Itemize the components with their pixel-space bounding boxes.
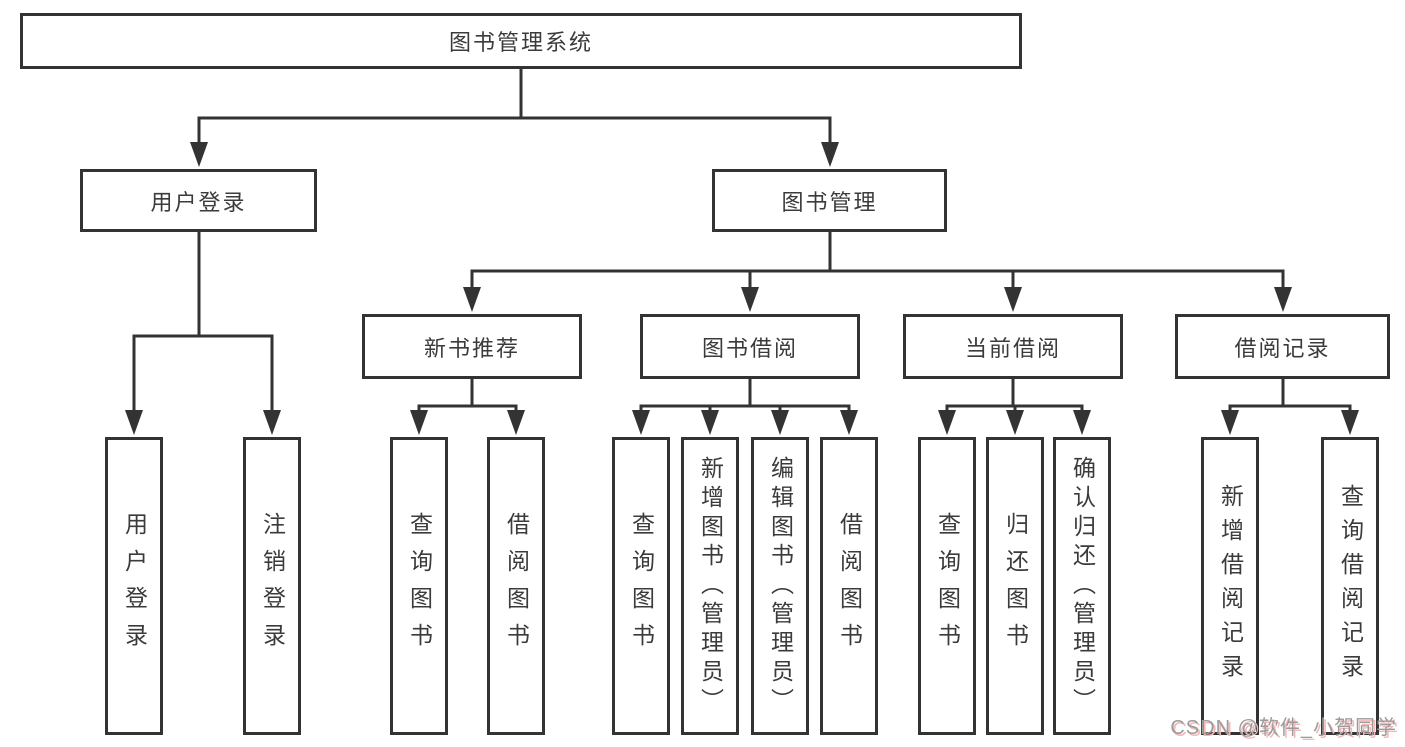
leaf-newbooks-borrow: 借阅图书 (487, 437, 545, 735)
leaf-user-login: 用户登录 (105, 437, 163, 735)
node-current-borrow: 当前借阅 (903, 314, 1123, 379)
leaf-borrow-add-admin-label: 新增图书（管理员） (697, 455, 724, 717)
leaf-borrow-edit-admin: 编辑图书（管理员） (751, 437, 809, 735)
node-root: 图书管理系统 (20, 13, 1022, 69)
node-book-borrow: 图书借阅 (640, 314, 860, 379)
csdn-watermark: CSDN @软件_小贺同学 (1170, 717, 1397, 739)
leaf-borrow-book: 借阅图书 (820, 437, 878, 735)
leaf-logout: 注销登录 (243, 437, 301, 735)
leaf-logout-label: 注销登录 (259, 512, 286, 660)
leaf-user-login-label: 用户登录 (121, 512, 148, 660)
leaf-borrow-add-admin: 新增图书（管理员） (681, 437, 739, 735)
connector-userlogin-to-leaves (125, 232, 281, 435)
connector-records-to-leaves (1221, 379, 1359, 435)
node-root-label: 图书管理系统 (448, 30, 593, 55)
leaf-borrow-query: 查询图书 (612, 437, 670, 735)
node-user-login-label: 用户登录 (150, 189, 247, 215)
leaf-current-confirm-admin-label: 确认归还（管理员） (1069, 455, 1096, 717)
leaf-borrow-book-label: 借阅图书 (836, 512, 863, 660)
leaf-current-query-label: 查询图书 (934, 512, 961, 660)
node-borrow-records-label: 借阅记录 (1234, 335, 1331, 361)
leaf-records-add-label: 新增借阅记录 (1217, 484, 1244, 688)
leaf-records-add: 新增借阅记录 (1201, 437, 1259, 735)
connector-bookborrow-to-leaves (632, 379, 858, 435)
node-borrow-records: 借阅记录 (1175, 314, 1390, 379)
leaf-borrow-query-label: 查询图书 (628, 512, 655, 660)
node-new-book-recommend: 新书推荐 (362, 314, 582, 379)
node-current-borrow-label: 当前借阅 (964, 335, 1061, 361)
connector-newbooks-to-leaves (410, 379, 525, 435)
node-book-management: 图书管理 (712, 169, 947, 232)
node-book-borrow-label: 图书借阅 (701, 335, 798, 361)
node-book-management-label: 图书管理 (781, 189, 878, 215)
connector-root-to-level2 (190, 69, 839, 167)
leaf-current-return-label: 归还图书 (1002, 512, 1029, 660)
leaf-current-query: 查询图书 (918, 437, 976, 735)
leaf-borrow-edit-admin-label: 编辑图书（管理员） (767, 455, 794, 717)
leaf-newbooks-query: 查询图书 (390, 437, 448, 735)
node-new-book-recommend-label: 新书推荐 (423, 335, 520, 361)
connector-bookmgmt-to-level3 (463, 232, 1292, 312)
node-user-login: 用户登录 (80, 169, 317, 232)
leaf-records-query-label: 查询借阅记录 (1337, 484, 1364, 688)
leaf-records-query: 查询借阅记录 (1321, 437, 1379, 735)
leaf-newbooks-borrow-label: 借阅图书 (503, 512, 530, 660)
leaf-current-return: 归还图书 (986, 437, 1044, 735)
connector-currentborrow-to-leaves (938, 379, 1091, 435)
leaf-newbooks-query-label: 查询图书 (406, 512, 433, 660)
leaf-current-confirm-admin: 确认归还（管理员） (1053, 437, 1111, 735)
